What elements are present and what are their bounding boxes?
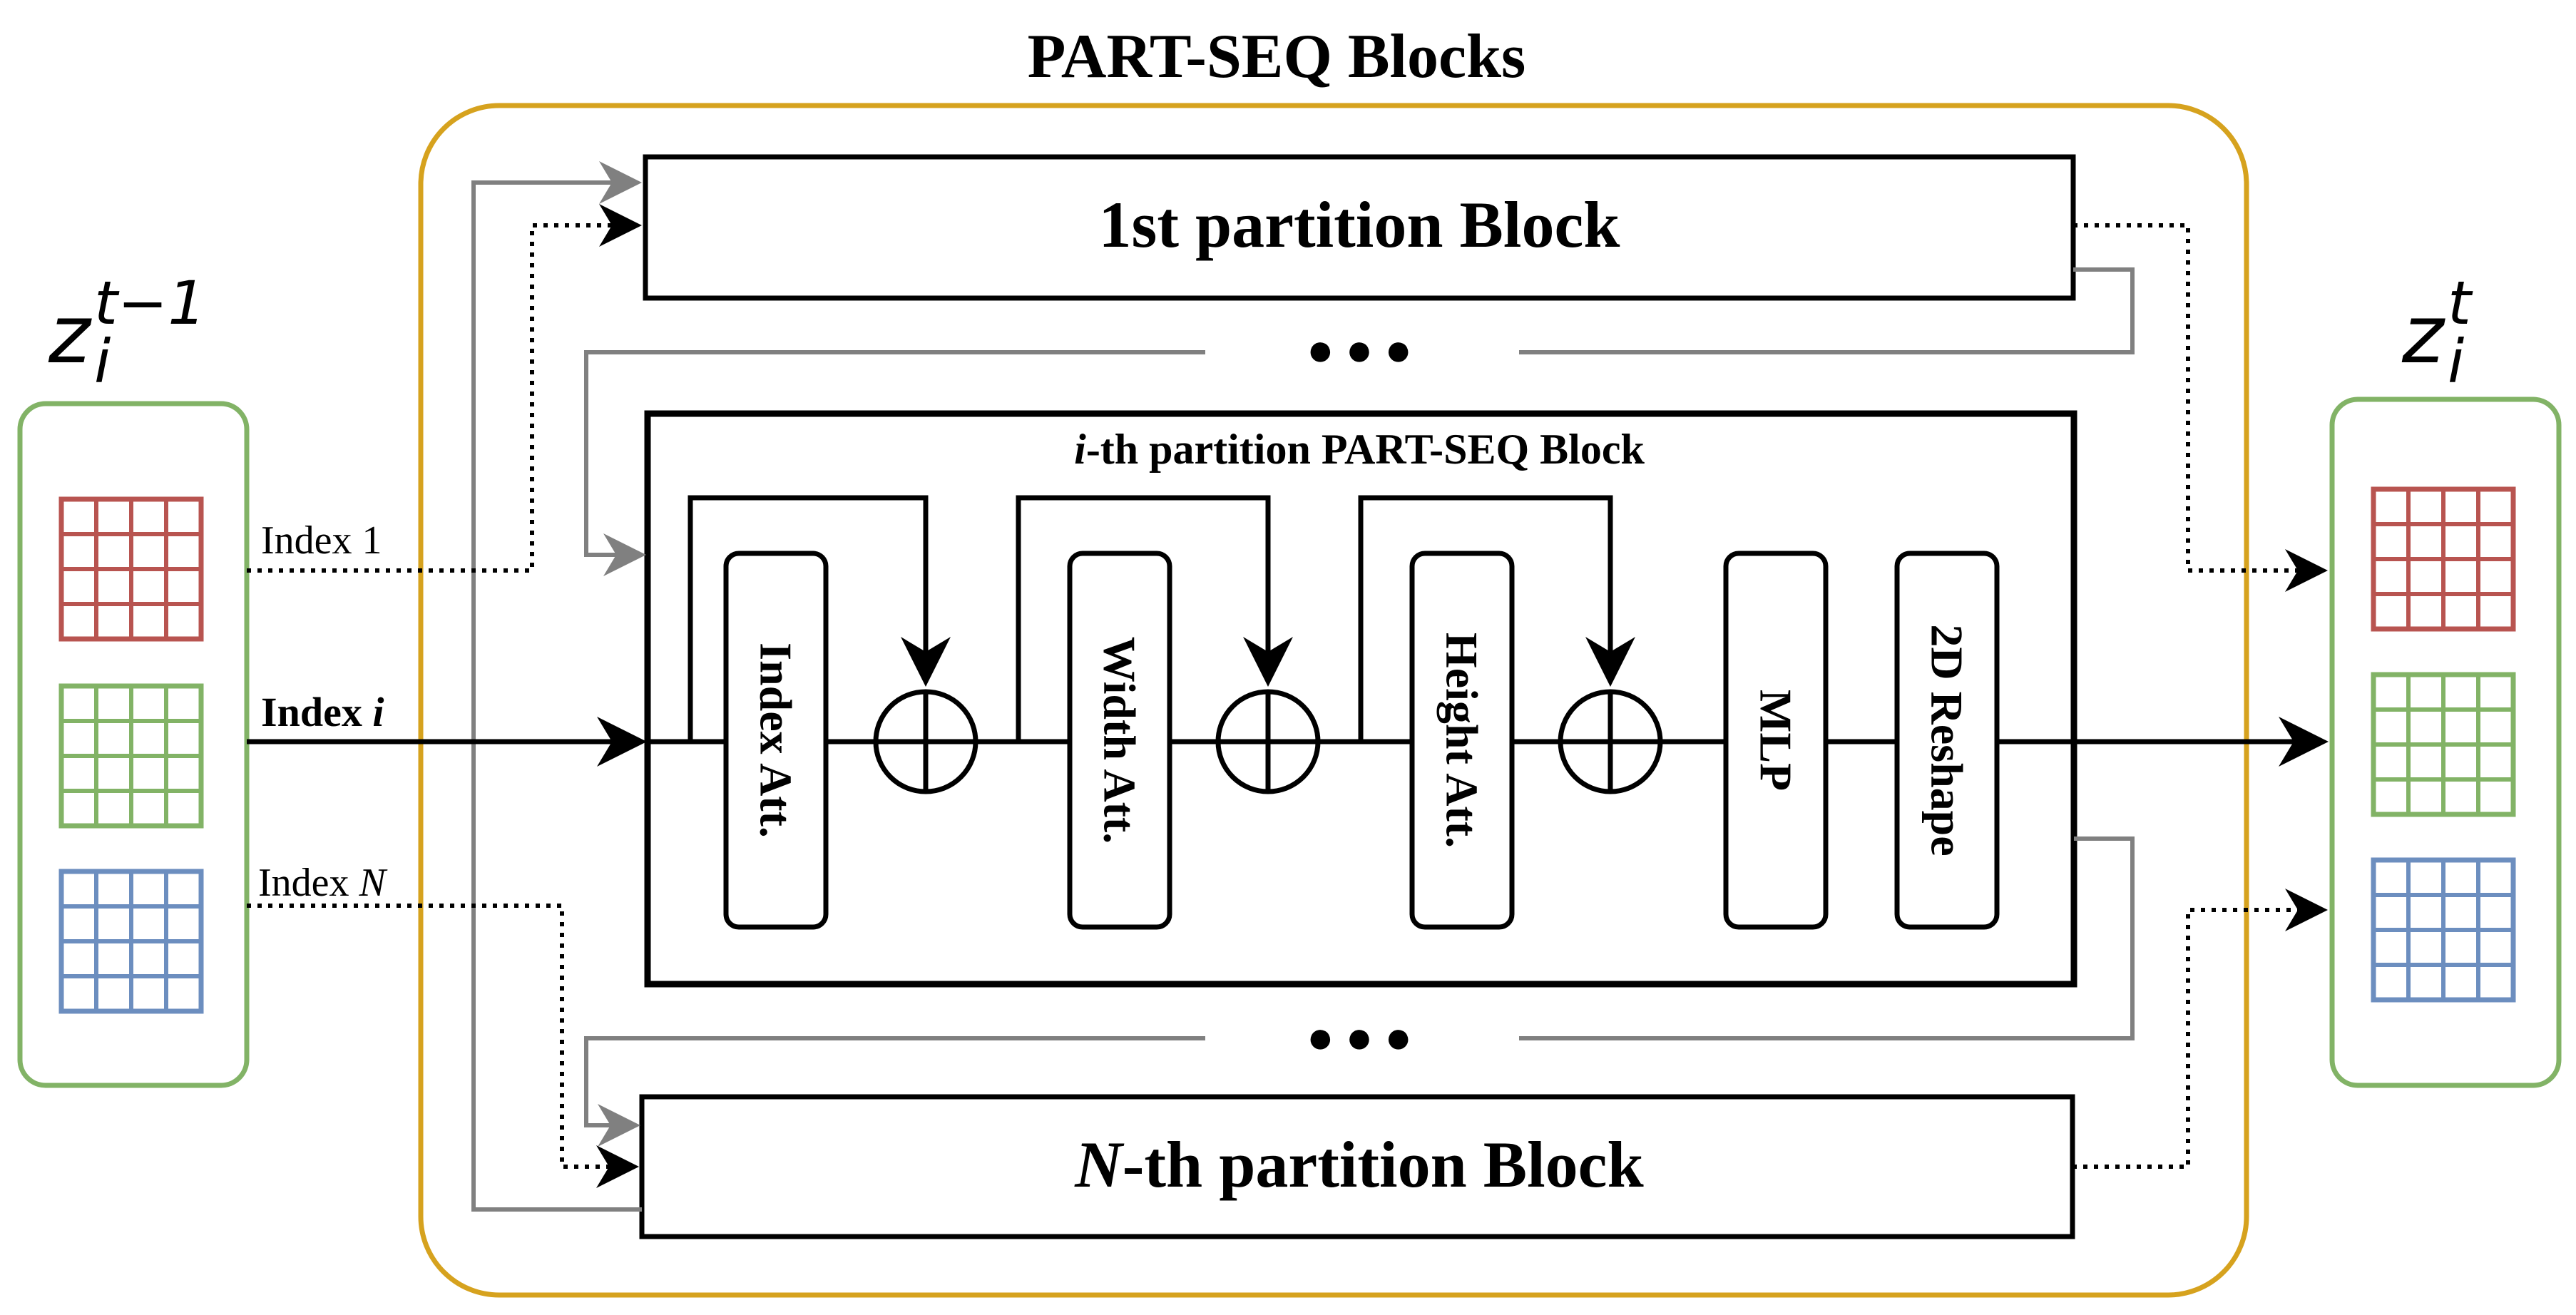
input-variable-label: z i t−1 — [48, 268, 206, 396]
mlp-op: MLP — [1723, 551, 1829, 930]
gray-connections — [471, 161, 2135, 1212]
diagram-title: PART-SEQ Blocks — [1028, 22, 1526, 91]
main-pipeline — [247, 495, 2329, 767]
index-n-label: Index N — [258, 861, 388, 905]
svg-text:Index Att.: Index Att. — [751, 643, 802, 838]
output-panel — [2329, 396, 2562, 1088]
input-panel — [17, 401, 250, 1088]
output-grid-green — [2371, 672, 2516, 817]
ith-partition-block-title: i-th partition PART-SEQ Block — [1074, 426, 1645, 473]
input-grid-red — [58, 496, 204, 642]
part-seq-container — [418, 103, 2249, 1298]
first-partition-block — [643, 154, 2076, 301]
input-grid-blue — [58, 869, 204, 1014]
index-1-label: Index 1 — [261, 518, 382, 563]
reshape-2d-op: 2D Reshape — [1894, 551, 2000, 930]
svg-text:Height Att.: Height Att. — [1437, 633, 1488, 848]
first-partition-block-label: 1st partition Block — [1099, 188, 1621, 261]
width-attention-op: Width Att. — [1067, 551, 1172, 930]
dotted-index-paths — [247, 204, 2328, 1188]
ellipsis-bottom: ● ● ● — [1307, 1012, 1412, 1063]
ellipsis-top: ● ● ● — [1307, 324, 1412, 375]
adder-2 — [1215, 689, 1321, 794]
svg-text:2D Reshape: 2D Reshape — [1922, 624, 1973, 856]
svg-text:Width Att.: Width Att. — [1095, 637, 1145, 844]
output-grid-blue — [2371, 857, 2516, 1003]
svg-text:MLP: MLP — [1751, 690, 1801, 791]
adder-3 — [1558, 689, 1663, 794]
height-attention-op: Height Att. — [1409, 551, 1515, 930]
output-grid-red — [2371, 486, 2516, 632]
nth-partition-block-label: N-th partition Block — [1074, 1128, 1644, 1201]
adder-1 — [873, 689, 978, 794]
input-grid-green — [58, 683, 204, 829]
index-attention-op: Index Att. — [723, 551, 829, 930]
output-variable-label: z i t — [2401, 268, 2473, 396]
index-i-label: Index i — [261, 689, 384, 735]
